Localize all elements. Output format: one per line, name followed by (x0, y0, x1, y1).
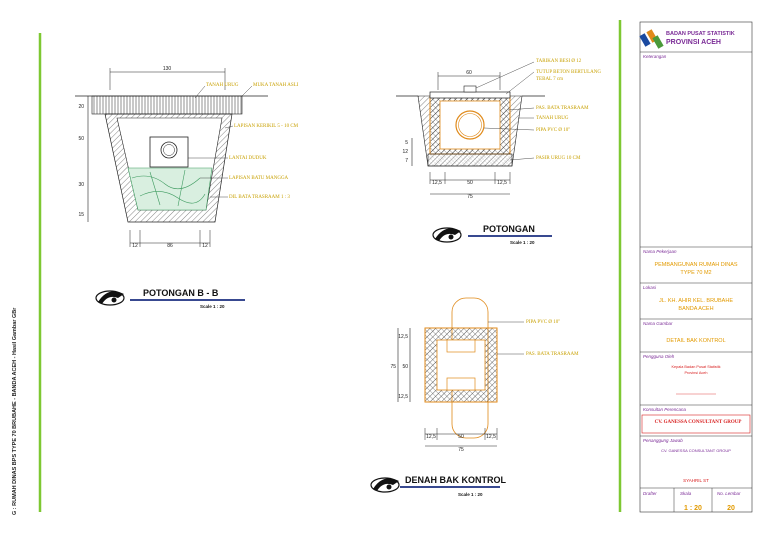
plan-drawing: 12,5 50 12,5 75 12,5 50 12,5 75 PIPA PVC… (390, 297, 579, 453)
pj-value: CV. GANESSA CONSULTANT GROUP (661, 448, 731, 453)
bb-left-dim: 50 (78, 136, 84, 142)
section-label: PAS. BATA TRASRAAM (536, 106, 589, 111)
section-label: TANAH URUG (536, 116, 569, 121)
section-label: TEBAL 7 cm (536, 77, 563, 82)
bb-bottom-dim: 86 (167, 243, 173, 249)
section-left-dim: 5 (405, 140, 408, 146)
plan-scale: Scale 1 : 20 (458, 492, 483, 497)
plan-left-dim: 50 (402, 364, 408, 370)
pekerjaan-value: PEMBANGUNAN RUMAH DINAS (654, 262, 737, 268)
konsultan-value: CV. GANESSA CONSULTANT GROUP (655, 420, 742, 425)
plan-left-total: 75 (390, 364, 396, 370)
plan-label: PAS. BATA TRASRAAM (526, 352, 579, 357)
section-total-dim: 75 (467, 194, 473, 200)
title-logo-icon (95, 290, 125, 306)
plan-label: PIPA PVC Ø 10" (526, 320, 560, 325)
lokasi-label: Lokasi (643, 285, 657, 290)
section-bb-scale: Scale 1 : 20 (200, 304, 225, 309)
org-line2: PROVINSI ACEH (666, 39, 721, 46)
gambar-label: Nama Gambar (643, 321, 673, 326)
pengguna-value: Kepala Badan Pusat Statistik (672, 365, 721, 369)
title-block: BADAN PUSAT STATISTIK PROVINSI ACEH Kete… (639, 21, 753, 513)
lembar-label: No. Lembar (717, 491, 741, 496)
bb-label: MUKA TANAH ASLI (253, 83, 299, 88)
bb-bottom-dim: 12 (202, 243, 208, 249)
section-label: TUTUP BETON BERTULANG (536, 70, 601, 75)
title-logo-icon (370, 477, 400, 493)
pj-label: Penanggung Jawab (643, 438, 683, 443)
bb-bottom-dim: 12 (132, 243, 138, 249)
section-bb-drawing: 130 12 86 12 20 50 30 15 TANAH URUG MUK (75, 66, 299, 249)
pengguna-label: Pengguna Oleh (643, 354, 675, 359)
plan-title: DENAH BAK KONTROL (405, 475, 506, 485)
bb-left-dim: 15 (78, 212, 84, 218)
drafter-label: Drafter (643, 491, 657, 496)
section-bottom-dim: 50 (467, 180, 473, 186)
section-left-dim: 7 (405, 158, 408, 164)
bb-label: LANTAI DUDUK (229, 156, 267, 161)
bps-logo-icon (639, 29, 664, 49)
section-top-dim: 60 (466, 70, 472, 76)
section-drawing: 60 5 12 7 12,5 50 12,5 75 TARIKAN (396, 59, 601, 200)
org-line1: BADAN PUSAT STATISTIK (666, 31, 735, 37)
bb-label: TANAH URUG (206, 83, 239, 88)
plan-title-block: DENAH BAK KONTROL Scale 1 : 20 (370, 475, 506, 497)
konsultan-label: Konsultan Perencana (643, 407, 687, 412)
bb-label: DIL BATA TRASRAAM 1 : 3 (229, 195, 290, 200)
plan-left-dim: 12,5 (398, 334, 408, 340)
lokasi-value: BANDA ACEH (678, 306, 713, 312)
section-bb-title: POTONGAN B - B (143, 288, 219, 298)
section-label: TARIKAN BESI Ø 12 (536, 59, 582, 64)
keterangan-label: Keterangan (643, 54, 667, 59)
section-title-block: POTONGAN Scale 1 : 20 (432, 224, 552, 245)
plan-bottom-total: 75 (458, 447, 464, 453)
title-logo-icon (432, 227, 462, 243)
gambar-value: DETAIL BAK KONTROL (666, 338, 725, 344)
section-bottom-dim: 12,5 (432, 180, 442, 186)
skala-label: Skala (680, 491, 692, 496)
lokasi-value: JL. KH. AHIR KEL. BRUBAHE (659, 298, 733, 304)
pekerjaan-label: Nama Pekerjaan (643, 249, 677, 254)
plan-bottom-dim: 12,5 (426, 434, 436, 440)
skala-value: 1 : 20 (684, 505, 702, 512)
plan-left-dim: 12,5 (398, 394, 408, 400)
bb-left-dim: 30 (78, 182, 84, 188)
section-scale: Scale 1 : 20 (510, 240, 535, 245)
pengguna-value: Provinsi Aceh (684, 371, 707, 375)
section-left-dim: 12 (402, 149, 408, 155)
bb-label: LAPISAN KERIKIL 5 - 10 CM (234, 124, 299, 129)
bb-label: LAPISAN BATU MANGGA (229, 176, 289, 181)
pekerjaan-value: TYPE 70 M2 (680, 270, 711, 276)
bb-left-dim: 20 (78, 104, 84, 110)
section-label: PIPA PVC Ø 10" (536, 128, 570, 133)
plan-bottom-dim: 50 (458, 434, 464, 440)
bb-top-dim: 130 (163, 66, 172, 72)
drafter-name: SYAHRIL ST (683, 478, 709, 483)
section-bottom-dim: 12,5 (497, 180, 507, 186)
plan-bottom-dim: 12,5 (486, 434, 496, 440)
section-label: PASIR URUG 10 CM (536, 156, 581, 161)
section-title: POTONGAN (483, 224, 535, 234)
section-bb-title-block: POTONGAN B - B Scale 1 : 20 (95, 288, 245, 309)
lembar-value: 20 (727, 505, 735, 512)
